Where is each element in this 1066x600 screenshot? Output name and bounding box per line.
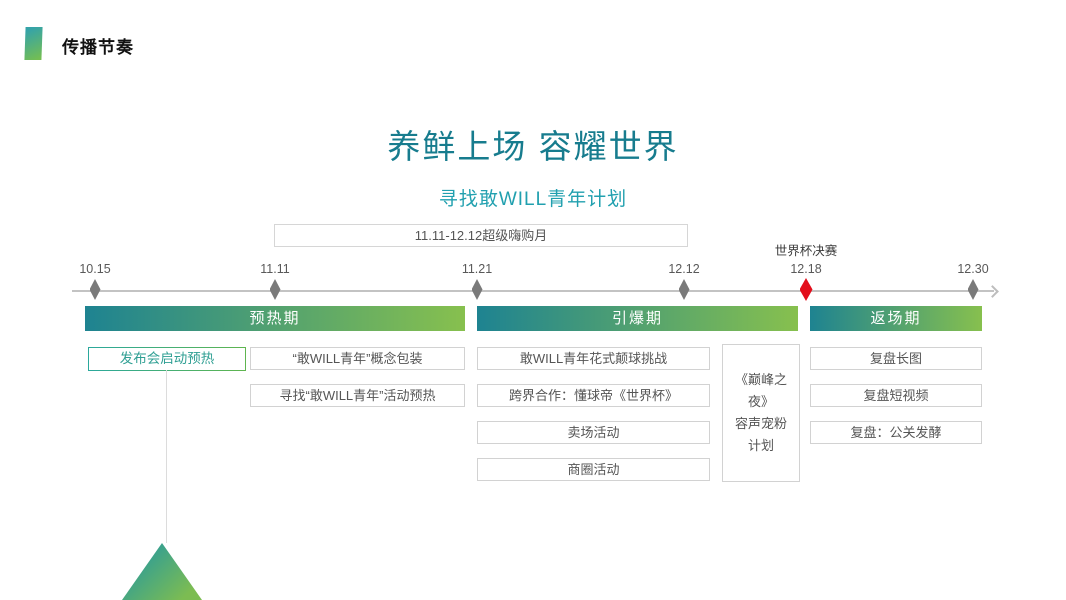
timeline-tick: 12.12 (654, 262, 714, 300)
gradient-triangle-decoration (122, 543, 202, 600)
tick-date-label: 11.11 (260, 262, 290, 276)
activity-box: 复盘长图 (810, 347, 982, 370)
tick-date-label: 11.21 (461, 262, 493, 276)
connector-line (166, 370, 167, 543)
campaign-period-box: 11.11-12.12超级嗨购月 (274, 224, 688, 247)
diamond-marker-icon (89, 279, 101, 300)
timeline-tick: 11.11 (245, 262, 305, 300)
diamond-marker-icon (471, 279, 483, 300)
page-title: 养鲜上场 容耀世界 (387, 128, 679, 165)
timeline-tick: 10.15 (65, 262, 125, 300)
activity-box: 寻找“敢WILL青年”活动预热 (250, 384, 465, 407)
timeline-tick: 12.30 (943, 262, 1003, 300)
diamond-marker-icon (678, 279, 690, 300)
activity-box: 复盘：公关发酵 (810, 421, 982, 444)
section-title: 传播节奏 (62, 38, 134, 57)
diamond-marker-icon (269, 279, 281, 300)
timeline-tick-world-cup: 12.18 (776, 262, 836, 301)
peak-night-plan-box: 《巅峰之夜》 容声宠粉 计划 (722, 344, 800, 482)
tick-date-label: 12.30 (957, 262, 989, 276)
page-subtitle: 寻找敢WILL青年计划 (438, 189, 628, 210)
phase-bar-preheat: 预热期 (85, 306, 465, 331)
activity-box: 卖场活动 (477, 421, 710, 444)
timeline-axis (72, 290, 994, 292)
world-cup-final-label: 世界杯决赛 (774, 244, 838, 258)
header-accent-icon (24, 27, 43, 60)
activity-box: 复盘短视频 (810, 384, 982, 407)
tick-date-label: 10.15 (79, 262, 111, 276)
tick-date-label: 12.12 (668, 262, 700, 276)
phase-bar-ignite: 引爆期 (477, 306, 798, 331)
diamond-marker-icon (967, 279, 979, 300)
activity-box: “敢WILL青年”概念包装 (250, 347, 465, 370)
red-diamond-marker-icon (799, 278, 813, 301)
activity-box: 跨界合作：懂球帝《世界杯》 (477, 384, 710, 407)
tick-date-label: 12.18 (790, 262, 822, 276)
phase-bar-return: 返场期 (810, 306, 982, 331)
activity-box: 商圈活动 (477, 458, 710, 481)
highlight-launch-event-box: 发布会启动预热 (88, 347, 246, 371)
timeline-tick: 11.21 (447, 262, 507, 300)
activity-box: 敢WILL青年花式颠球挑战 (477, 347, 710, 370)
